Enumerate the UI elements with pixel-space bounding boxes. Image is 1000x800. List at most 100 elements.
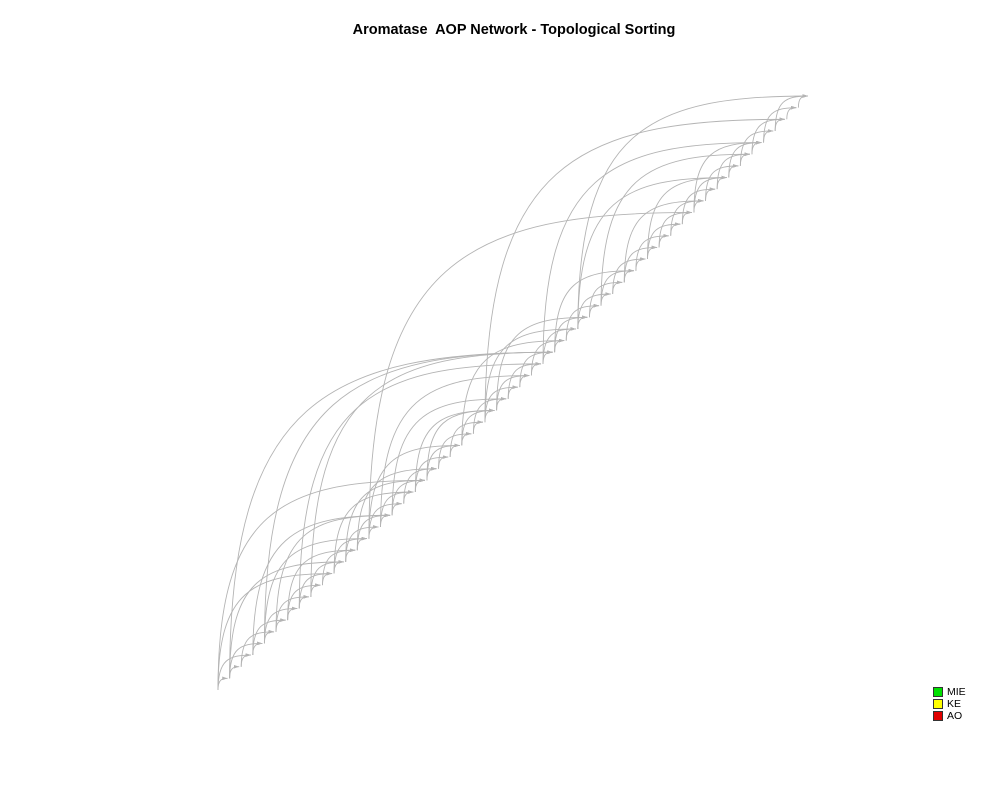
edge xyxy=(693,199,704,213)
edge xyxy=(623,268,634,283)
edge xyxy=(426,466,437,481)
edge xyxy=(554,315,588,353)
edge xyxy=(414,478,425,493)
edge xyxy=(322,571,333,586)
edge xyxy=(380,373,530,527)
edge xyxy=(589,280,623,318)
edge xyxy=(763,105,797,143)
edge xyxy=(774,117,785,131)
edge xyxy=(612,280,623,295)
edge xyxy=(356,536,367,551)
edge xyxy=(403,490,414,504)
edge xyxy=(380,490,414,527)
edge xyxy=(600,152,750,306)
legend-item-ao: AO xyxy=(933,710,966,722)
edge xyxy=(705,164,739,201)
ke-swatch xyxy=(933,699,943,709)
edge xyxy=(507,362,542,399)
edge xyxy=(797,94,809,108)
edge xyxy=(275,513,391,632)
edge xyxy=(751,140,762,155)
edge xyxy=(229,664,240,679)
edge xyxy=(542,327,576,364)
edge xyxy=(716,175,727,190)
legend-label-ao: AO xyxy=(947,710,963,722)
edge xyxy=(217,478,425,691)
edge xyxy=(287,548,356,621)
edge xyxy=(693,175,727,213)
edge xyxy=(565,327,576,341)
edge xyxy=(647,222,681,260)
edge xyxy=(275,595,309,632)
edge xyxy=(310,350,553,597)
edge xyxy=(635,233,669,271)
edges-group xyxy=(217,94,809,691)
edge xyxy=(391,501,402,516)
edge xyxy=(217,653,251,691)
edge xyxy=(542,350,553,364)
edge xyxy=(554,338,565,353)
edge xyxy=(507,385,518,399)
edge xyxy=(368,501,402,539)
edge xyxy=(240,629,275,667)
edge xyxy=(739,152,750,166)
edge xyxy=(310,583,321,597)
edge xyxy=(298,595,309,609)
edge xyxy=(263,536,367,644)
edge xyxy=(275,618,286,632)
edge xyxy=(496,397,507,411)
edge xyxy=(658,210,692,248)
edge xyxy=(739,129,774,166)
edge xyxy=(263,606,298,644)
edge xyxy=(345,525,379,562)
edge xyxy=(472,397,507,434)
edge xyxy=(298,362,542,609)
edge xyxy=(577,175,727,329)
edge xyxy=(263,350,553,644)
mie-swatch xyxy=(933,687,943,697)
edge xyxy=(728,140,762,178)
edge xyxy=(565,303,600,341)
edge xyxy=(484,385,518,423)
legend: MIE KE AO xyxy=(933,686,966,722)
legend-label-mie: MIE xyxy=(947,686,966,698)
edge xyxy=(647,245,658,260)
edge xyxy=(333,560,344,574)
edge xyxy=(600,292,611,306)
edge xyxy=(612,257,646,295)
edge xyxy=(263,629,275,644)
legend-label-ke: KE xyxy=(947,698,962,710)
edge xyxy=(461,431,472,446)
edge xyxy=(391,397,507,516)
edge xyxy=(368,443,460,539)
edge xyxy=(403,466,437,504)
chart-title: Aromatase AOP Network - Topological Sort… xyxy=(352,22,676,38)
edge xyxy=(461,338,565,446)
edge xyxy=(333,536,367,574)
edge xyxy=(681,187,716,225)
edge xyxy=(345,548,356,562)
legend-item-mie: MIE xyxy=(933,686,966,698)
edge xyxy=(484,408,495,423)
edge xyxy=(310,560,344,597)
edge xyxy=(391,478,425,516)
edge xyxy=(322,548,356,586)
edge xyxy=(229,641,263,679)
edge xyxy=(577,292,611,329)
edge xyxy=(229,350,553,679)
edge xyxy=(763,129,774,143)
edge xyxy=(229,560,344,679)
edge xyxy=(496,315,588,411)
edge xyxy=(693,140,762,213)
edge xyxy=(635,257,646,271)
edge xyxy=(681,210,692,225)
edge xyxy=(368,525,379,539)
edge xyxy=(217,676,228,691)
ao-swatch xyxy=(933,711,943,721)
edge xyxy=(298,571,333,609)
edge xyxy=(287,606,298,621)
edge xyxy=(252,618,286,656)
edge xyxy=(670,222,681,236)
edge xyxy=(426,443,460,481)
